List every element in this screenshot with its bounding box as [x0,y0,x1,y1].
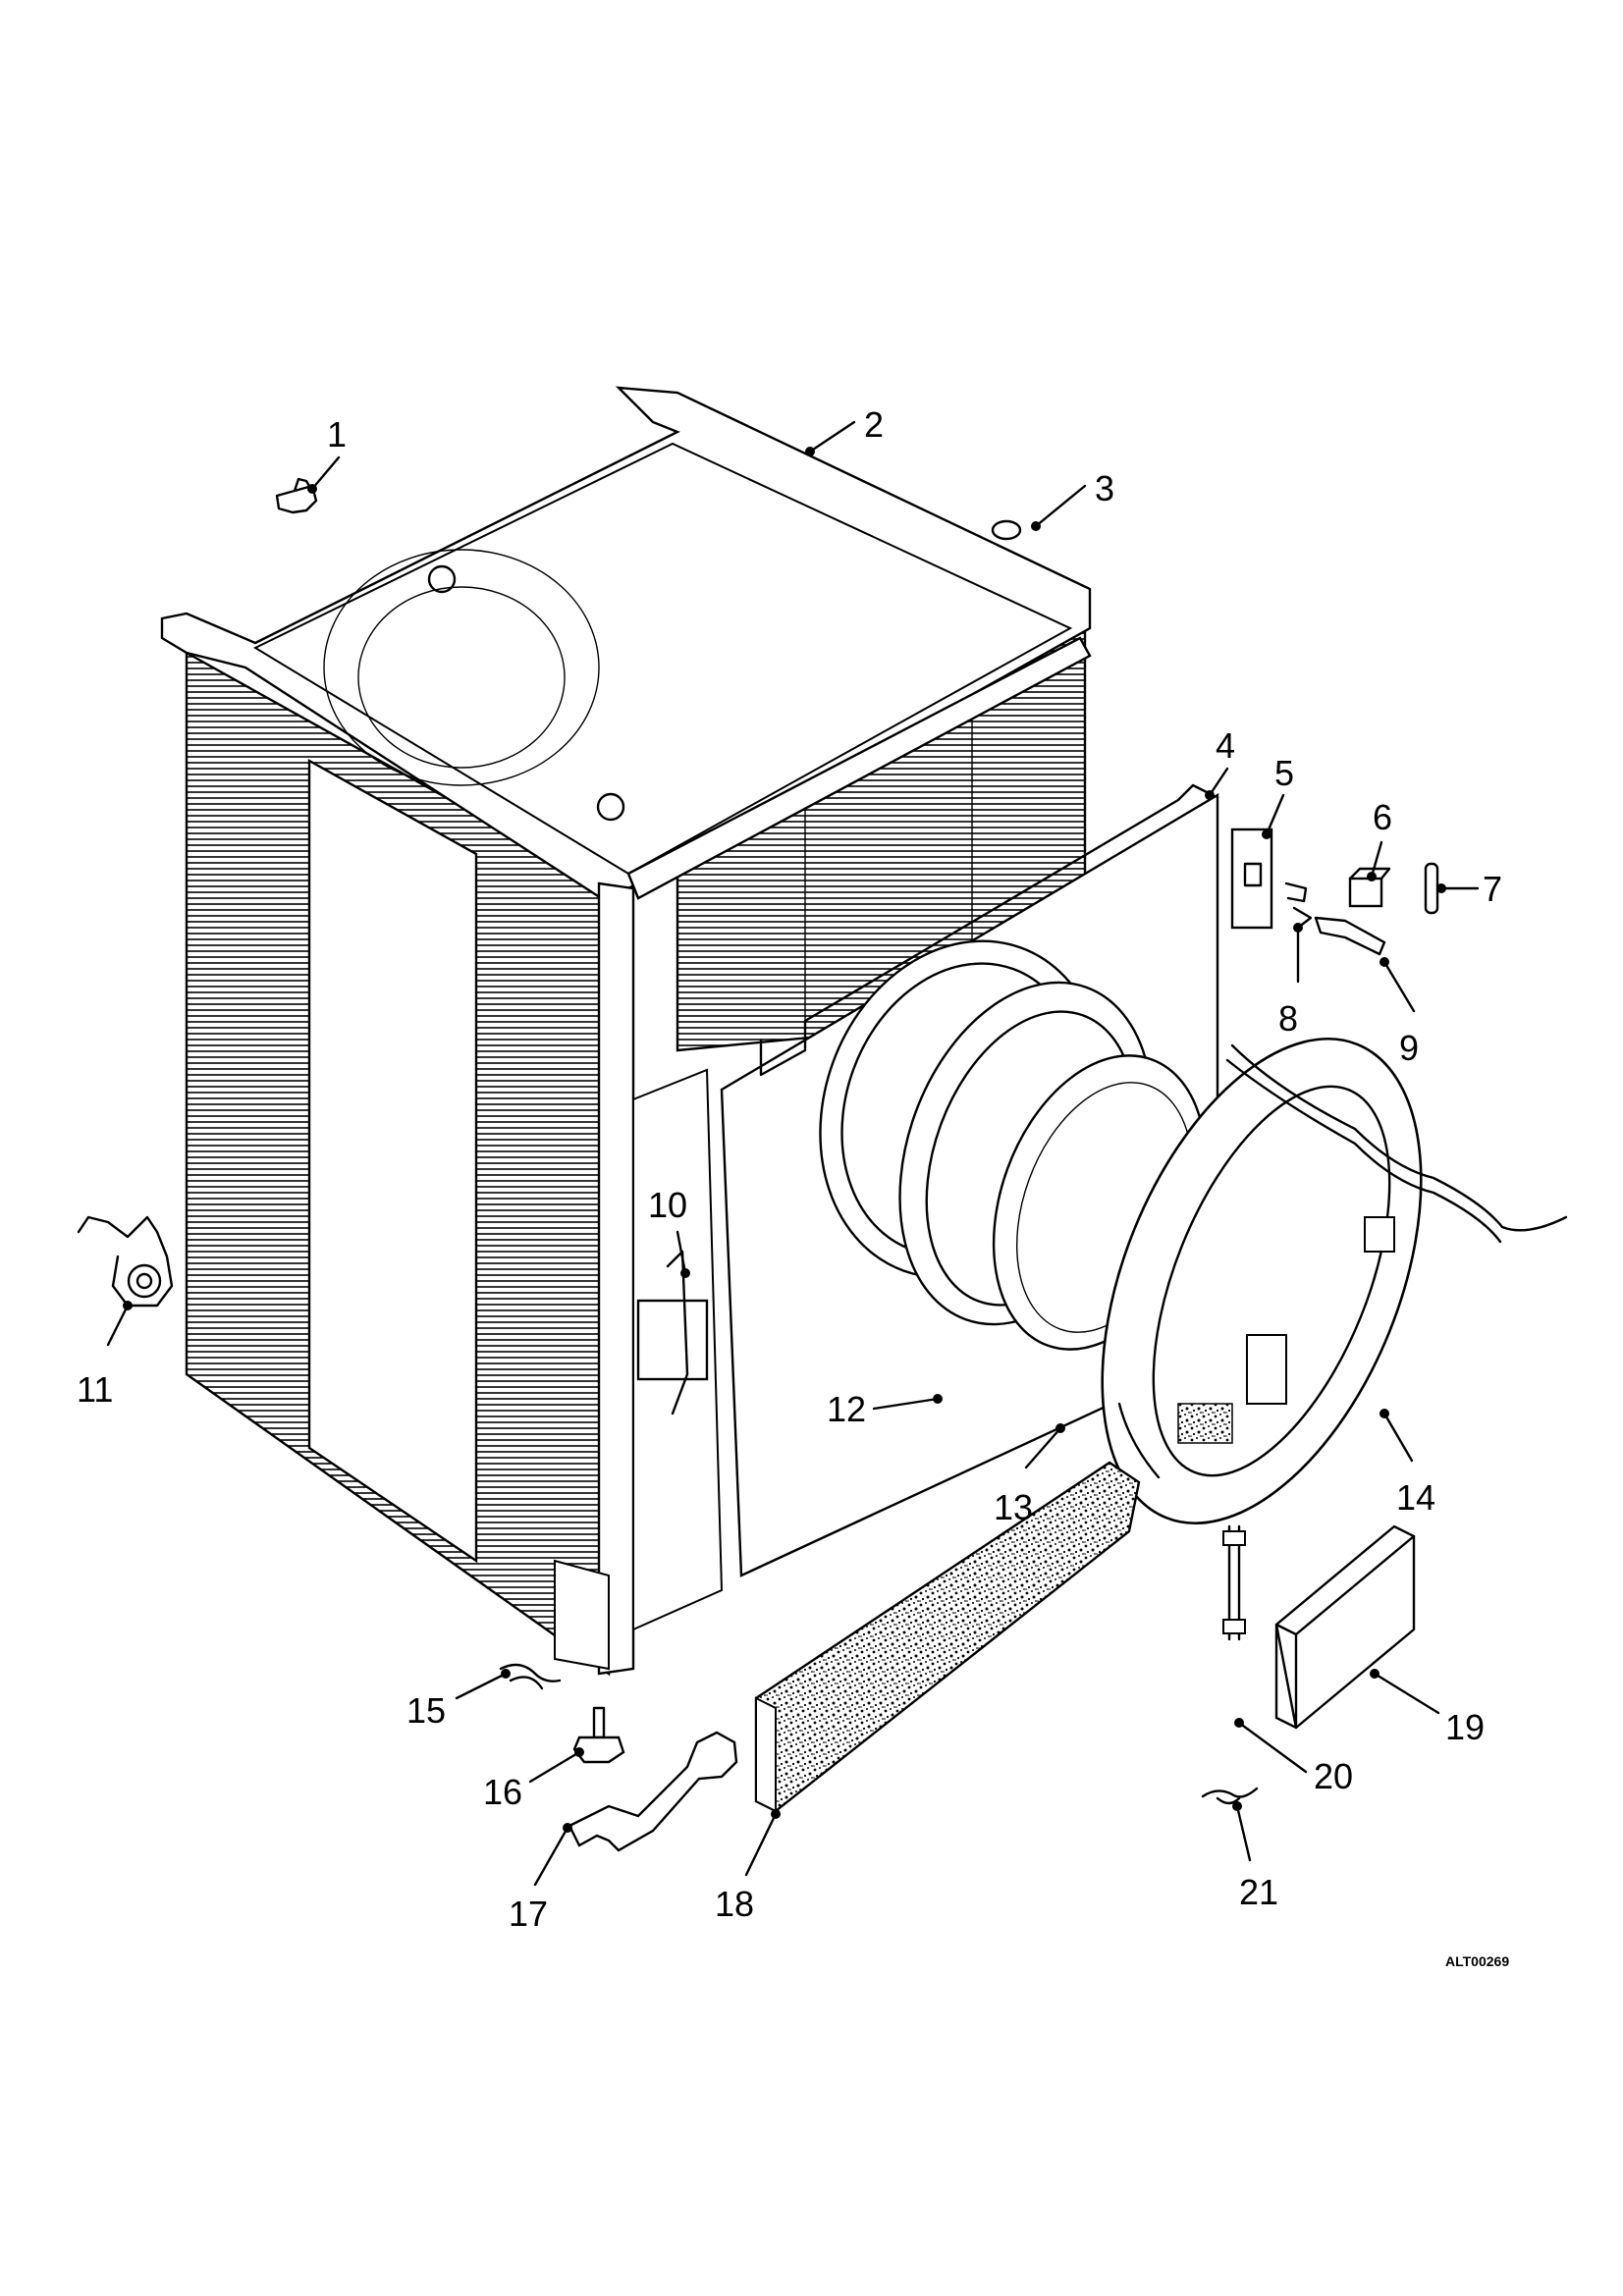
part-5-latch-plate [1230,828,1273,930]
part-label-14: 14 [1396,1477,1435,1518]
part-1-clip [275,477,318,514]
part-number-labels: 1 2 3 4 5 6 7 8 9 10 11 12 13 14 15 16 1… [77,404,1509,1969]
part-label-7: 7 [1483,869,1502,909]
part-label-21: 21 [1239,1872,1278,1912]
part-label-13: 13 [994,1487,1033,1527]
part-9-lever [1314,916,1386,956]
part-label-19: 19 [1445,1707,1485,1747]
part-7-pin [1424,862,1439,915]
part-17-spanner [568,1731,738,1852]
leader-lines [106,420,1480,1887]
part-label-8: 8 [1278,998,1298,1039]
part-label-16: 16 [483,1772,522,1812]
part-label-20: 20 [1314,1756,1353,1796]
part-label-5: 5 [1274,753,1294,793]
part-20-rod [1222,1524,1246,1641]
part-16-foot [572,1706,625,1764]
part-21-spring [1201,1787,1259,1805]
part-label-18: 18 [715,1884,754,1924]
part-19-filter-cover [1274,1524,1416,1730]
part-10-hinge [636,1250,709,1415]
door-drawing [1101,1037,1423,1525]
part-15-clip [499,1663,562,1690]
part-8-hook [1284,881,1313,930]
part-label-1: 1 [327,414,347,454]
part-label-3: 3 [1095,468,1114,508]
drawing-code: ALT00269 [1445,1953,1509,1969]
part-11-pump [77,1215,174,1308]
part-3-grommet [991,519,1022,541]
part-label-4: 4 [1216,725,1235,766]
part-label-6: 6 [1373,797,1392,837]
part-label-15: 15 [406,1690,446,1731]
part-label-11: 11 [77,1369,113,1410]
part-6-switch [1348,867,1391,908]
part-label-2: 2 [864,404,884,445]
cabinet-drawing [160,386,1092,1677]
part-label-10: 10 [648,1185,687,1225]
drain-hose [1230,1043,1568,1232]
part-label-17: 17 [509,1894,548,1934]
kick-plate-drawing [754,1461,1141,1813]
part-label-9: 9 [1399,1028,1419,1068]
part-label-12: 12 [827,1389,866,1429]
